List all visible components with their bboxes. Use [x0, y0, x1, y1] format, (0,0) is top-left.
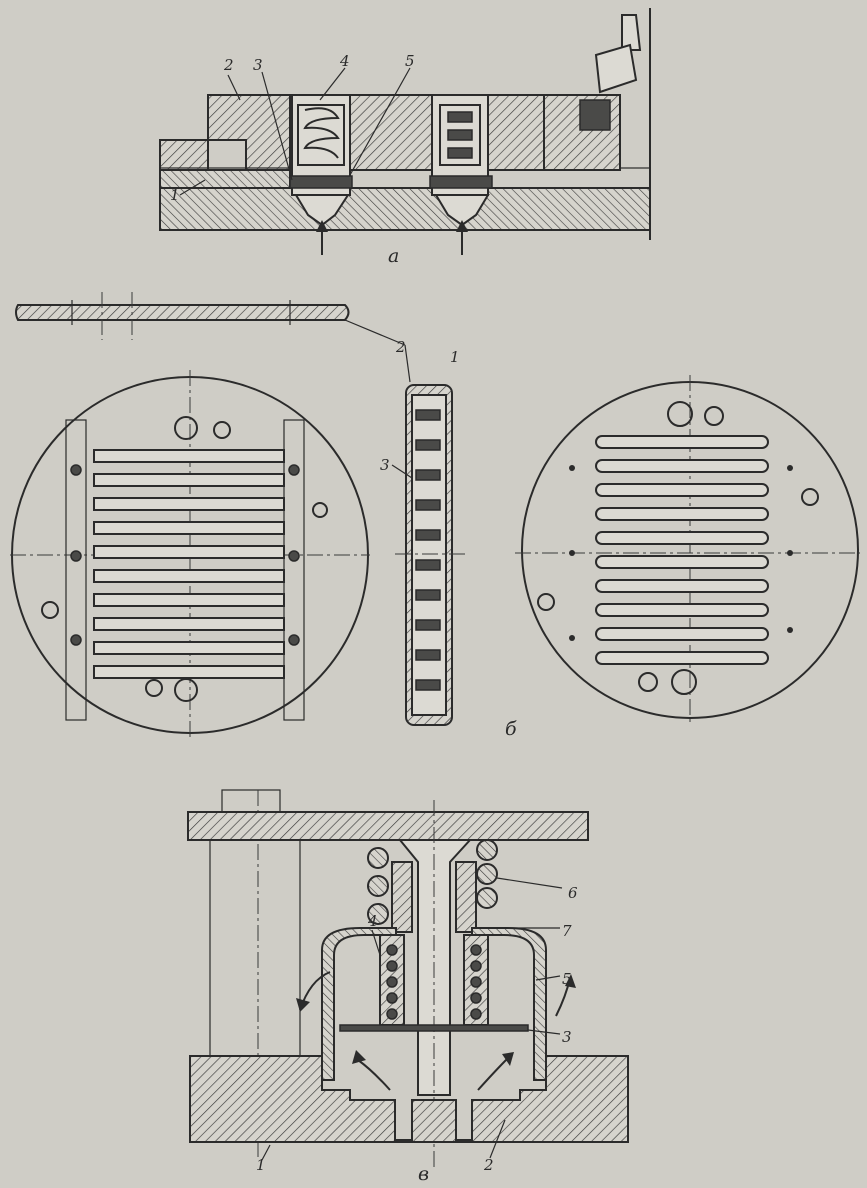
caption-b: б	[505, 718, 517, 740]
callout-v-5: 5	[562, 970, 572, 988]
callout-b-1: 1	[450, 348, 460, 366]
edge-section-fins	[415, 409, 441, 691]
view-b-plate	[10, 292, 860, 740]
callout-b-2: 2	[395, 338, 406, 356]
inner-spring-4	[386, 944, 482, 1020]
callout-v-1: 1	[256, 1156, 266, 1174]
callout-a-2: 2	[223, 56, 234, 74]
callout-a-3: 3	[253, 56, 263, 74]
callout-v-7: 7	[562, 922, 572, 940]
caption-a: а	[388, 245, 399, 267]
callout-a-4: 4	[339, 52, 350, 70]
right-plate-slots	[595, 435, 769, 665]
callout-v-4: 4	[367, 912, 378, 930]
callout-v-2: 2	[483, 1156, 494, 1174]
left-plate-slots	[93, 449, 285, 679]
callout-v-3: 3	[562, 1028, 572, 1046]
view-v-section	[187, 789, 629, 1170]
callout-a-1: 1	[170, 186, 180, 204]
outer-spring-6	[367, 839, 498, 925]
callout-v-6: 6	[568, 884, 578, 902]
view-a-section	[159, 8, 651, 255]
callout-a-5: 5	[405, 52, 415, 70]
callout-b-3: 3	[380, 456, 390, 474]
caption-v: в	[418, 1163, 429, 1185]
